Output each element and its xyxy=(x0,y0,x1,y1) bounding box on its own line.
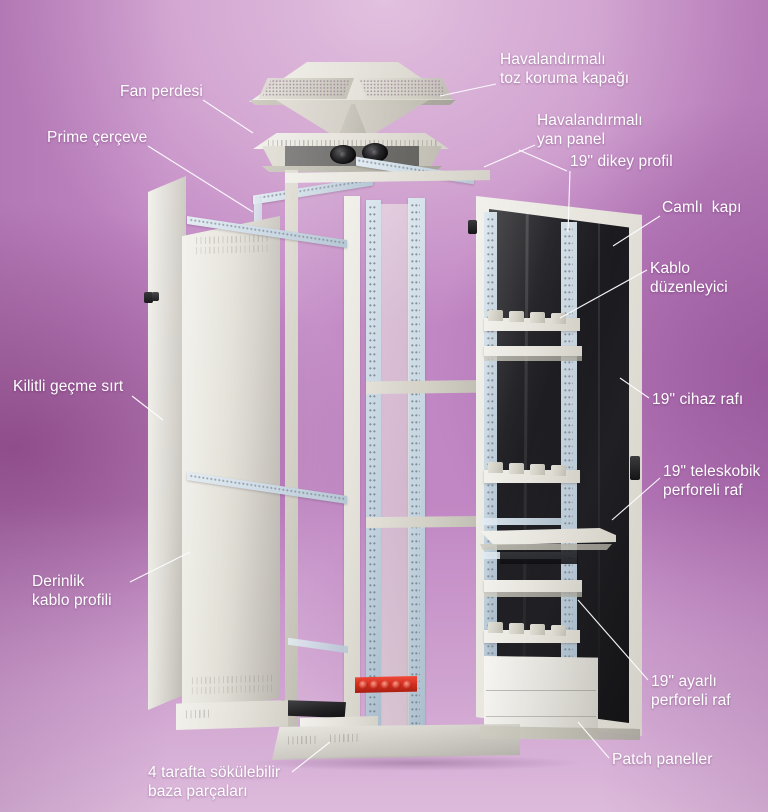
panel-hinge xyxy=(144,292,153,303)
callout-label-4-tarafta-sokulebilir-baza-parcalari: 4 tarafta sökülebilir baza parçaları xyxy=(148,764,281,800)
cable-manager xyxy=(484,622,580,644)
callout-label-camli-kapi: Camlı kapı xyxy=(662,199,742,216)
callout-label-19-ayarli-perforeli-raf: 19" ayarlı perforeli raf xyxy=(651,673,731,709)
fan-unit xyxy=(362,143,388,162)
cable-manager xyxy=(484,462,580,484)
callout-label-fan-perdesi: Fan perdesi xyxy=(120,83,203,100)
fan-unit xyxy=(330,145,356,164)
callout-label-patch-paneller: Patch paneller xyxy=(612,751,713,768)
pdu-power-strip xyxy=(355,676,417,693)
callout-label-kilitli-gecme-sirt: Kilitli geçme sırt xyxy=(13,378,124,395)
callout-label-havalandirmali-toz-koruma-kapagi: Havalandırmalı toz koruma kapağı xyxy=(500,51,630,87)
callout-label-19-teleskobik-perforeli-raf: 19" teleskobik perforeli raf xyxy=(663,463,761,499)
callout-label-prime-cerceve: Prime çerçeve xyxy=(47,129,148,146)
door-hinge xyxy=(468,220,477,234)
callout-label-derinlik-kablo-profili: Derinlik kablo profili xyxy=(32,573,112,609)
cable-manager xyxy=(484,310,580,332)
panel-hinge xyxy=(152,292,159,301)
callout-label-19-cihaz-rafi: 19" cihaz rafı xyxy=(652,391,744,408)
callout-label-kablo-duzenleyici: Kablo düzenleyici xyxy=(650,260,728,296)
door-lock xyxy=(630,456,640,480)
callout-label-havalandirmali-yan-panel: Havalandırmalı yan panel xyxy=(537,112,643,148)
callout-label-19-dikey-profil: 19" dikey profil xyxy=(570,153,673,170)
